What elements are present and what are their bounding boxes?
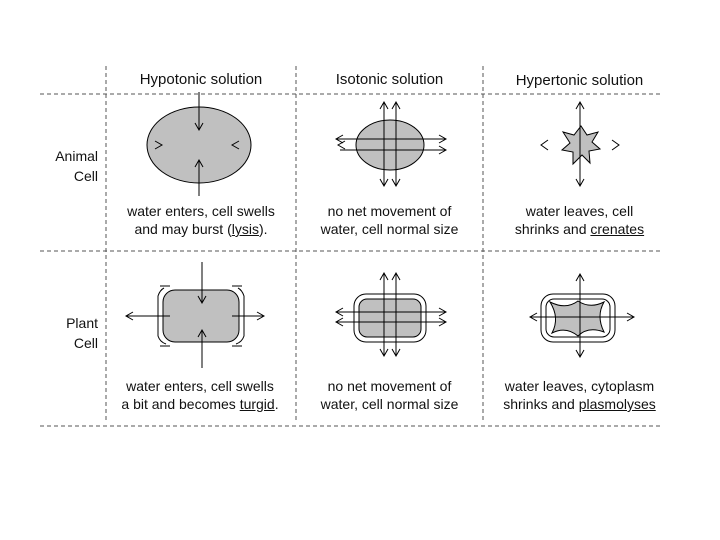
description-line2: shrinks and crenates (483, 221, 676, 237)
row-label-animal-line1: Animal (20, 148, 98, 164)
plant-hypertonic-description: water leaves, cytoplasm shrinks and plas… (483, 378, 676, 412)
row-label-plant-line2: Cell (20, 335, 98, 351)
description-line2: water, cell normal size (296, 221, 483, 237)
plant-isotonic-description: no net movement of water, cell normal si… (296, 378, 483, 412)
plant-cytoplasm-turgid (163, 290, 239, 342)
description-text: shrinks and (515, 221, 590, 237)
description-text: and may burst ( (134, 221, 231, 237)
description-line1: no net movement of (296, 378, 483, 394)
term-plasmolyses: plasmolyses (579, 396, 656, 412)
description-line1: water enters, cell swells (106, 203, 296, 219)
animal-hypotonic-description: water enters, cell swells and may burst … (106, 203, 296, 237)
plant-cytoplasm-plasmolysed (550, 301, 604, 336)
animal-cell-isotonic-diagram (330, 96, 460, 196)
description-text-end: ). (259, 221, 268, 237)
column-header-hypotonic: Hypotonic solution (106, 72, 296, 88)
row-label-plant-line1: Plant (20, 315, 98, 331)
plant-hypotonic-description: water enters, cell swells a bit and beco… (100, 378, 300, 412)
plant-cell-isotonic-diagram (330, 266, 460, 366)
plant-cytoplasm-normal (359, 299, 421, 337)
term-turgid: turgid (240, 396, 275, 412)
description-line1: water leaves, cell (483, 203, 676, 219)
description-text-end: . (275, 396, 279, 412)
description-line2: water, cell normal size (296, 396, 483, 412)
animal-cell-normal (356, 120, 424, 170)
term-crenates: crenates (590, 221, 644, 237)
description-line1: water leaves, cytoplasm (483, 378, 676, 394)
description-line2: and may burst (lysis). (106, 221, 296, 237)
description-text: a bit and becomes (121, 396, 239, 412)
description-line2: a bit and becomes turgid. (100, 396, 300, 412)
row-label-animal-line2: Cell (20, 168, 98, 184)
plant-cell-hypertonic-diagram (525, 266, 645, 366)
description-line1: water enters, cell swells (100, 378, 300, 394)
description-line1: no net movement of (296, 203, 483, 219)
animal-cell-crenated (562, 126, 600, 164)
column-header-hypertonic: Hypertonic solution (483, 73, 676, 89)
row-label-animal: Animal Cell (20, 148, 98, 184)
animal-cell-hypertonic-diagram (528, 96, 638, 196)
plant-cell-hypotonic-diagram (122, 262, 282, 372)
term-lysis: lysis (232, 221, 259, 237)
description-line2: shrinks and plasmolyses (483, 396, 676, 412)
animal-cell-hypotonic-diagram (120, 92, 280, 202)
description-text: shrinks and (503, 396, 578, 412)
animal-hypertonic-description: water leaves, cell shrinks and crenates (483, 203, 676, 237)
column-header-isotonic: Isotonic solution (296, 72, 483, 88)
animal-isotonic-description: no net movement of water, cell normal si… (296, 203, 483, 237)
row-label-plant: Plant Cell (20, 315, 98, 351)
